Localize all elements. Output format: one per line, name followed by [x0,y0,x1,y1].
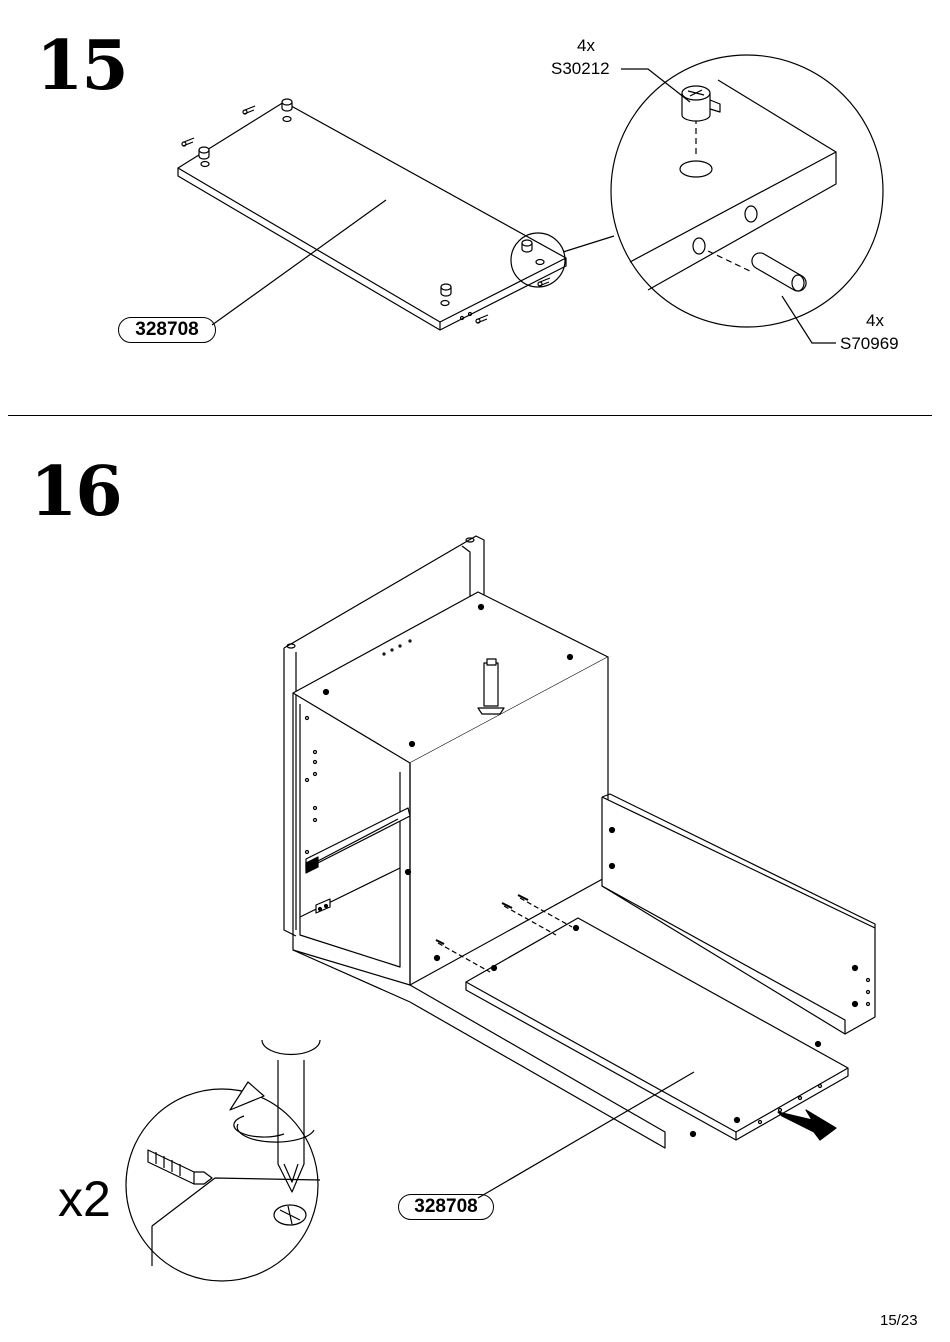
hardware-code-s70969: S70969 [840,334,899,354]
push-arrow-icon [778,1110,836,1140]
screwdriver-icon [262,1040,320,1192]
dowel-icon [708,251,806,291]
cam-lock-icon [682,86,720,121]
step-16-screw-detail [126,1040,320,1281]
hardware-qty-s30212: 4x [566,36,606,56]
step-16-part-label: 328708 [398,1194,494,1220]
page-number: 15/23 [880,1312,918,1329]
step-15-part-label: 328708 [118,317,216,343]
hardware-code-s30212: S30212 [551,59,610,79]
step-15-zoom-detail [611,55,883,343]
step-15-panel [178,99,614,330]
rotate-arrow-icon [230,1082,314,1142]
screw-icon [148,1150,306,1225]
step-16-multiplier: x2 [58,1170,111,1228]
hardware-qty-s70969: 4x [860,311,890,331]
step-16-cabinet [284,536,608,985]
